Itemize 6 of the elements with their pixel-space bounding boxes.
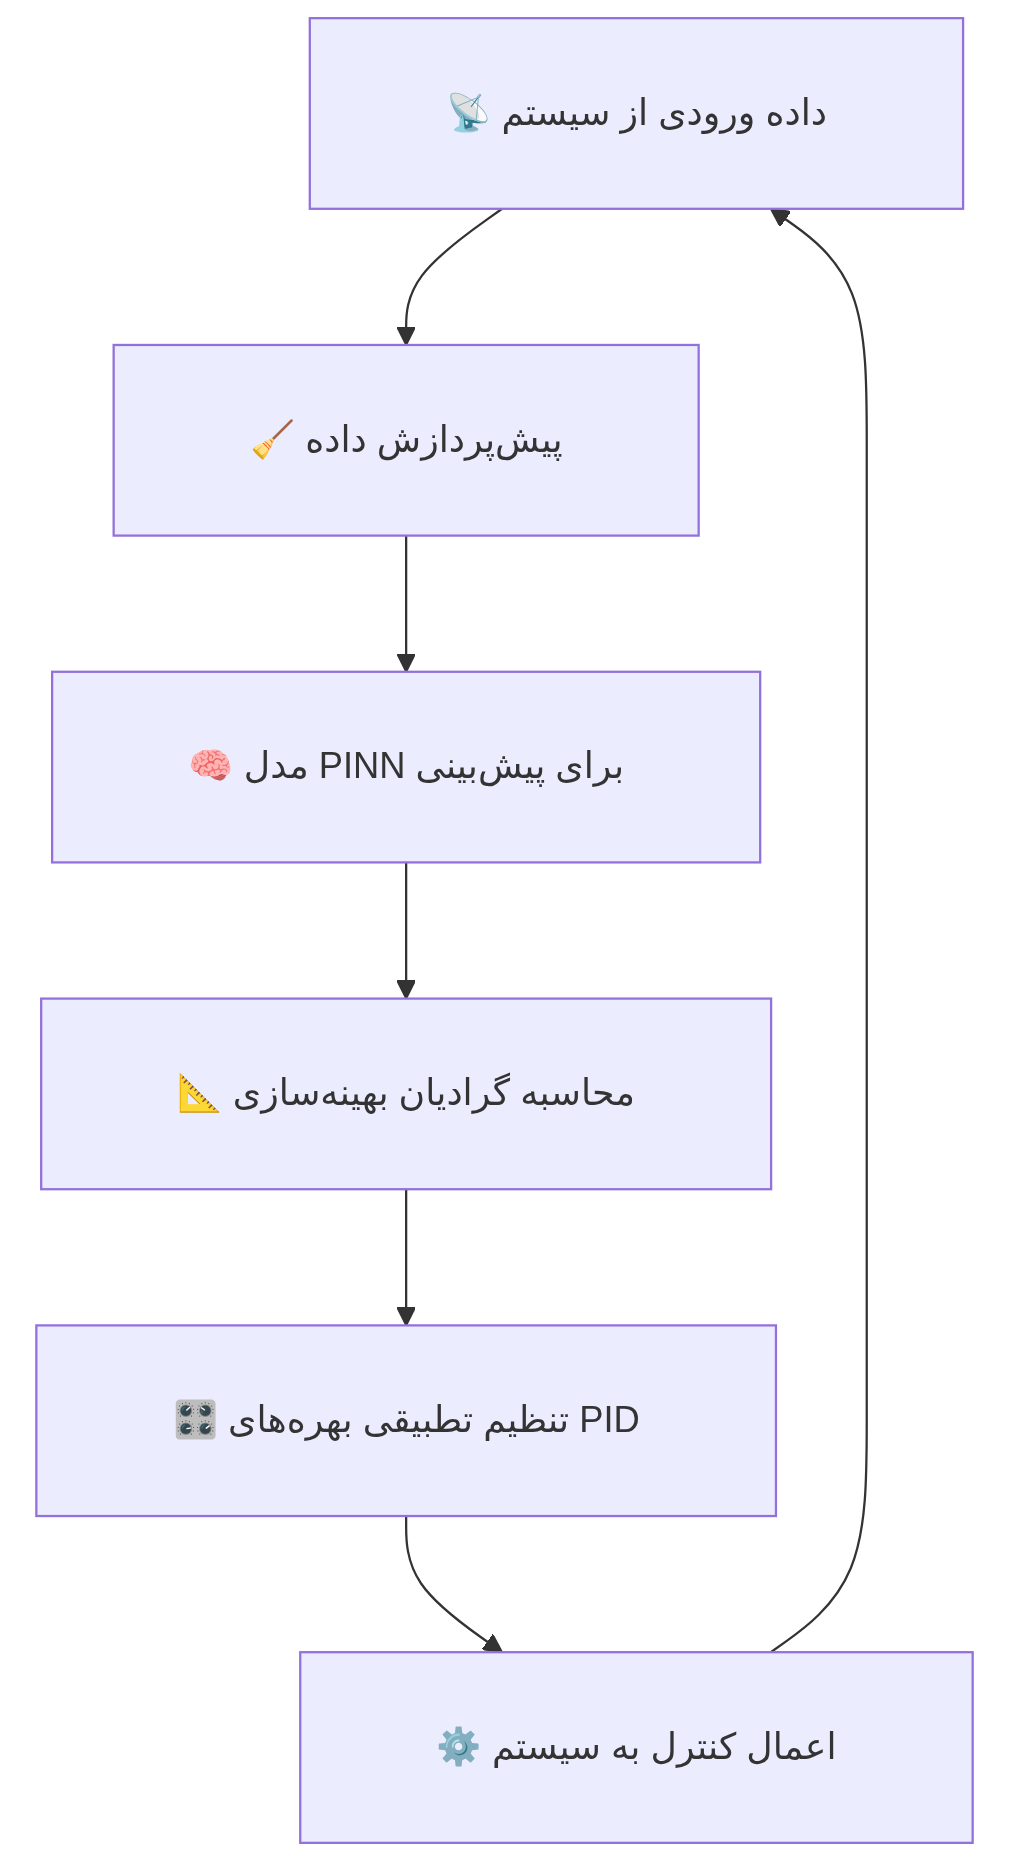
node-box: 🧹 پیش‌پردازش داده — [112, 343, 700, 537]
node-box: ⚙ اعمال کنترل به سیستم — [299, 1651, 974, 1844]
node-box: 🎛 تنظیم تطبیقی بهره‌های PID — [35, 1324, 778, 1518]
node-box: 🧠 مدل PINN برای پیش‌بینی — [50, 670, 762, 864]
node-box: 📡 داده ورودی از سیستم — [308, 17, 965, 210]
node-box: 📐 محاسبه گرادیان بهینه‌سازی — [40, 997, 773, 1191]
